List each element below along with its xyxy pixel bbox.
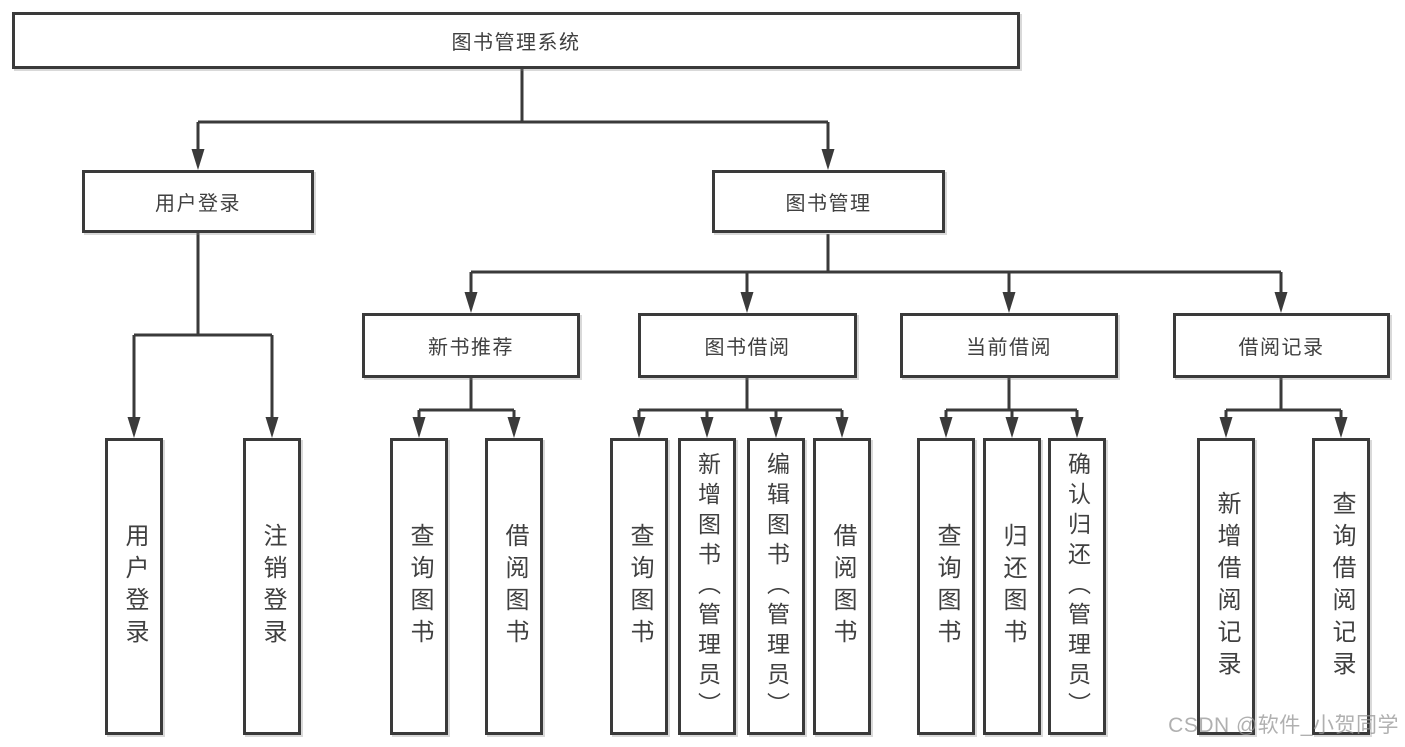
node-label: 新书推荐 [428,337,514,359]
leaf-label: 查询图书 [406,522,433,651]
leaf-add-borrow-record: 新增借阅记录 [1197,438,1255,735]
leaf-label: 借阅图书 [501,522,528,651]
node-label: 图书管理系统 [451,32,581,54]
node-label: 借阅记录 [1238,337,1325,359]
node-label: 当前借阅 [966,337,1052,359]
leaf-borrow-books-recommend: 借阅图书 [485,438,543,735]
node-book-management: 图书管理 [712,170,945,233]
leaf-label: 查询图书 [933,522,960,651]
csdn-watermark: CSDN @软件_小贺同学 [1168,714,1399,737]
leaf-label: 新增借阅记录 [1213,490,1240,683]
node-book-borrowing: 图书借阅 [638,313,857,378]
leaf-logout: 注销登录 [243,438,301,735]
leaf-query-borrow-record: 查询借阅记录 [1312,438,1370,735]
leaf-label: 确认归还（管理员） [1064,451,1091,722]
leaf-label: 查询图书 [626,522,653,651]
leaf-label: 用户登录 [121,522,148,651]
node-system-root: 图书管理系统 [12,12,1020,69]
arrowheads [127,149,1348,438]
node-user-login: 用户登录 [82,170,314,233]
leaf-label: 新增图书（管理员） [694,451,721,722]
leaf-query-books-current: 查询图书 [917,438,975,735]
leaf-edit-book-admin: 编辑图书（管理员） [747,438,805,735]
leaf-user-login: 用户登录 [105,438,163,735]
leaf-borrow-books-borrowing: 借阅图书 [813,438,871,735]
leaf-label: 编辑图书（管理员） [763,451,790,722]
node-label: 图书管理 [785,193,872,215]
node-new-book-recommend: 新书推荐 [362,313,580,378]
leaf-label: 借阅图书 [829,522,856,651]
leaf-label: 查询借阅记录 [1328,490,1355,683]
node-label: 用户登录 [155,193,241,215]
leaf-add-book-admin: 新增图书（管理员） [678,438,736,735]
leaf-label: 注销登录 [259,522,286,651]
leaf-label: 归还图书 [999,522,1026,651]
leaf-query-books-borrowing: 查询图书 [610,438,668,735]
leaf-confirm-return-admin: 确认归还（管理员） [1048,438,1106,735]
node-label: 图书借阅 [704,337,791,359]
leaf-query-books-recommend: 查询图书 [390,438,448,735]
leaf-return-book: 归还图书 [983,438,1041,735]
node-borrow-records: 借阅记录 [1173,313,1390,378]
node-current-borrowing: 当前借阅 [900,313,1118,378]
